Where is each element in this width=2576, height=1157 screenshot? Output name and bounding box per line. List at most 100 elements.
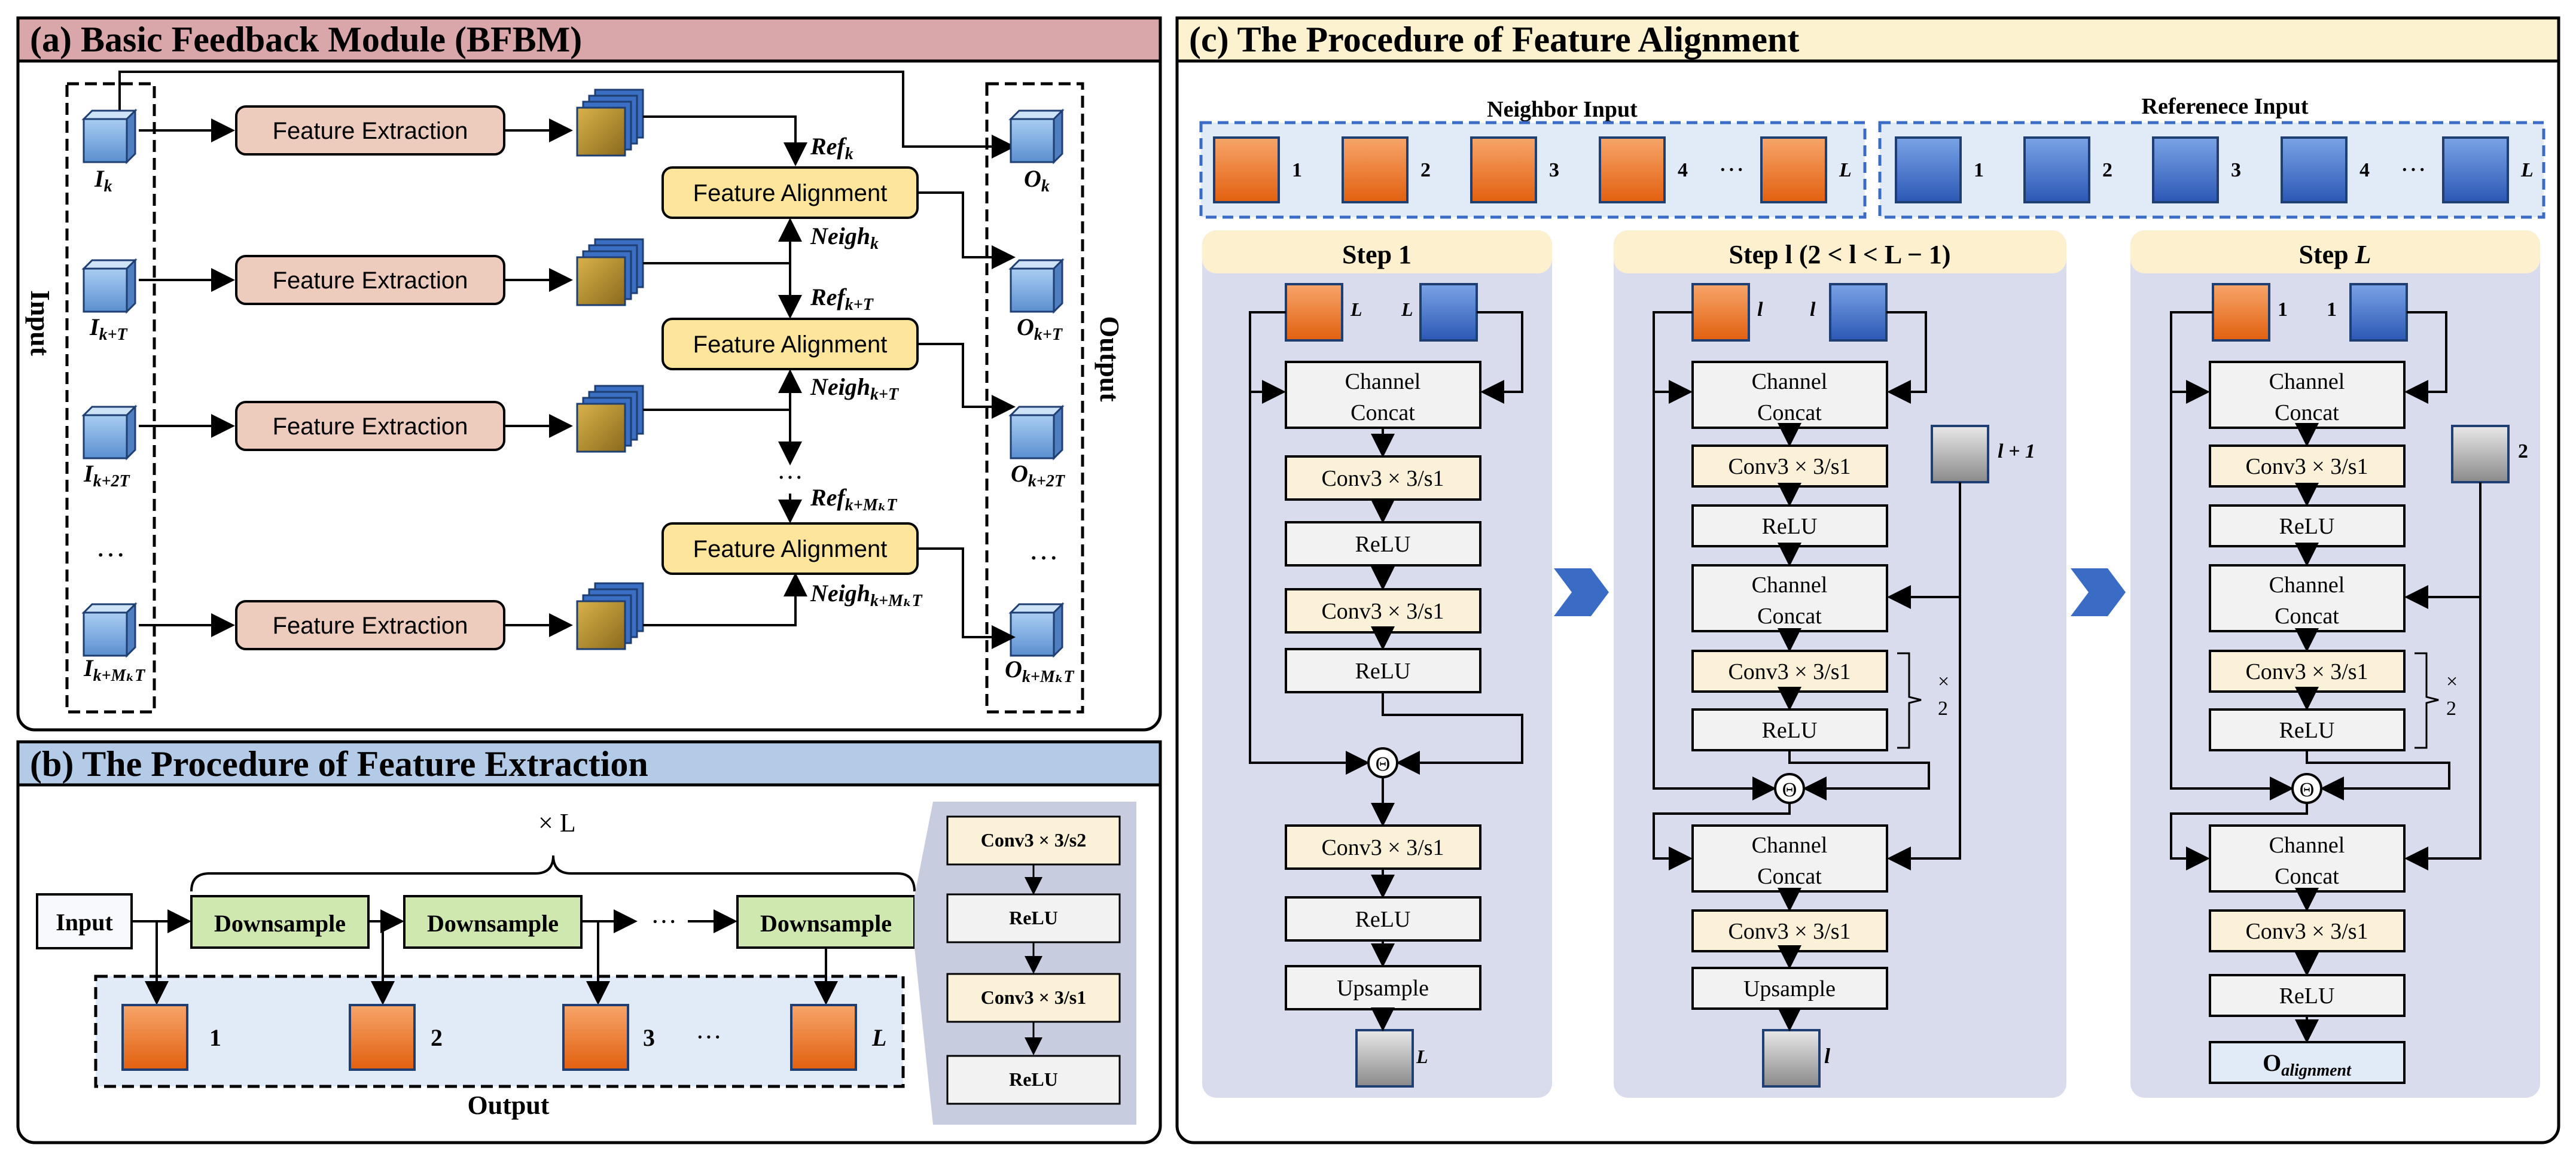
channel-concat-box (2209, 564, 2406, 632)
step-l-side-label: l + 1 (1998, 440, 2035, 462)
neighbor-ellipsis: ··· (1718, 155, 1745, 184)
repeat-bracket (2415, 652, 2439, 749)
feature-extraction-label: Feature Extraction (273, 613, 468, 639)
output-group-box (985, 82, 1084, 714)
reference-ellipsis: ··· (2400, 155, 2426, 184)
feature-map-icon (562, 1004, 629, 1071)
conv-box (1691, 444, 1888, 488)
inset-relu-label: ReLU (1009, 1068, 1058, 1090)
neighbor-index: 1 (1292, 159, 1302, 181)
relu-label: ReLU (2279, 718, 2335, 743)
channel-concat-label: Channel (1345, 369, 1421, 394)
step-1-reference-label: L (1401, 299, 1413, 320)
input-cube-icon (83, 259, 136, 313)
step-l-neighbor-label: l (1757, 299, 1763, 321)
step-l-reference-label: l (1810, 299, 1816, 321)
inset-relu-box (946, 1055, 1121, 1105)
channel-concat-label: Channel (1752, 833, 1828, 858)
step-1-title: Step 1 (1342, 240, 1412, 269)
output-label: Ok (1024, 165, 1050, 196)
feature-index: 2 (431, 1024, 443, 1051)
upsample-label: Upsample (1743, 976, 1836, 1001)
channel-concat-label: Channel (1752, 573, 1828, 598)
input-label: Input (56, 909, 113, 936)
channel-concat-label: Concat (2275, 864, 2339, 889)
downsample-label: Downsample (760, 910, 892, 937)
downsample-box (403, 895, 583, 949)
alignment-output-label: Oalignment (2263, 1049, 2352, 1080)
input-label: Ik (94, 165, 112, 196)
input-cube-icon (83, 603, 136, 657)
repeat-count: 2 (1938, 698, 1948, 720)
repeat-label: × L (538, 808, 576, 838)
reference-index: 2 (2102, 159, 2112, 181)
feature-extraction-label: Feature Extraction (273, 118, 468, 144)
step-l-output-label: l (1824, 1044, 1830, 1068)
input-label: Ik+T (89, 313, 129, 344)
channel-concat-label: Channel (1752, 369, 1828, 394)
feature-extraction-label: Feature Extraction (273, 413, 468, 440)
subtract-symbol: Θ (1376, 753, 1391, 775)
upsample-box (1285, 965, 1481, 1010)
alignment-chain: Feature Alignment Feature Alignment Feat… (661, 166, 1016, 649)
neighbor-feature-icon (1285, 283, 1343, 342)
reference-features: 1 2 3 4 ··· L (1895, 136, 2534, 203)
neighbor-index: L (1839, 159, 1852, 181)
inset-relu-box (946, 893, 1121, 943)
channel-concat-label: Channel (2269, 369, 2345, 394)
ref-label: Refk (810, 133, 853, 163)
neighbor-feature-icon (1760, 136, 1827, 203)
neighbor-features: 1 2 3 4 ··· L (1213, 136, 1852, 203)
feature-map-icon (790, 1004, 857, 1071)
step-1-output-label: L (1416, 1046, 1428, 1067)
neighbor-input-title: Neighbor Input (1487, 97, 1638, 122)
step-last-side-label: 2 (2518, 440, 2528, 462)
channel-concat-label: Concat (1757, 604, 1822, 629)
ref-label: Refk+T (810, 284, 874, 314)
neighbor-feature-icon (1470, 136, 1537, 203)
feature-alignment-label: Feature Alignment (693, 536, 888, 562)
subtract-symbol: Θ (1782, 779, 1797, 801)
reference-index: L (2520, 159, 2534, 181)
feature-ellipsis: ··· (696, 1022, 722, 1052)
reference-index: 3 (2231, 159, 2241, 181)
conv-label: Conv3 × 3/s1 (1321, 835, 1444, 860)
neighbor-feature-icon (1599, 136, 1666, 203)
relu-box (2209, 708, 2406, 751)
feature-alignment-label: Feature Alignment (693, 331, 888, 358)
relu-label: ReLU (1355, 907, 1411, 932)
downsample-label: Downsample (427, 910, 559, 937)
reference-feature-icon (1895, 136, 1962, 203)
step-last-header (2130, 230, 2540, 273)
previous-output-icon (1931, 425, 1989, 483)
reference-feature-icon (2281, 136, 2348, 203)
conv-label: Conv3 × 3/s1 (1728, 919, 1851, 944)
neighbor-index: 3 (1549, 159, 1559, 181)
output-side-label: Output (1095, 316, 1125, 402)
input-label: Ik+MₖT (83, 654, 146, 685)
downsample-box (190, 895, 370, 949)
panel-c-header (1175, 16, 2560, 63)
relu-box (2209, 504, 2406, 547)
relu-label: ReLU (2279, 984, 2335, 1009)
conv-label: Conv3 × 3/s1 (2245, 659, 2368, 684)
conv-label: Conv3 × 3/s1 (2245, 454, 2368, 479)
conv-label: Conv3 × 3/s1 (1728, 659, 1851, 684)
repeat-times: × (1938, 671, 1949, 693)
downsample-label: Downsample (214, 910, 346, 937)
upsample-label: Upsample (1337, 976, 1429, 1001)
row-k-plus-mkt: Feature Extraction (83, 573, 1063, 657)
inset-pointer (914, 802, 933, 1125)
step-1-column: Step 1 L L Channel Concat Conv3 × 3/s1 R… (1202, 230, 1552, 1098)
neighbor-feature-icon (1691, 283, 1750, 342)
panel-b: (b) The Procedure of Feature Extraction … (16, 740, 1162, 1144)
step-1-header (1202, 230, 1552, 273)
input-box (36, 893, 133, 949)
feature-map-icon (121, 1004, 188, 1071)
subtract-symbol: Θ (2300, 779, 2315, 801)
step-last-title: Step L (2298, 240, 2371, 269)
reference-feature-icon (2023, 136, 2090, 203)
reference-feature-icon (1419, 283, 1478, 342)
channel-concat-label: Concat (1351, 400, 1415, 425)
output-cube-icon (1010, 603, 1063, 657)
